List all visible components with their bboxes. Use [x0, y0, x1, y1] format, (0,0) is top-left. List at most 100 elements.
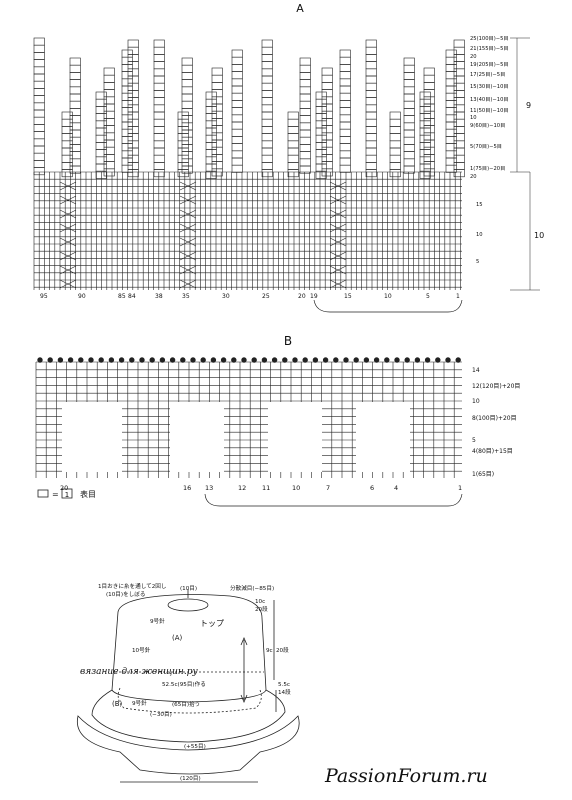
- blank-area: [170, 402, 224, 472]
- chart-a-col-label: 25: [262, 293, 270, 300]
- stitch-cell: [453, 169, 465, 178]
- chart-a-bottom-numbers: 95 90 85 84 38 35 30 25 20 19 15 10 5 1: [40, 293, 460, 300]
- stitch-cell: [321, 82, 333, 90]
- stitch-cell: [321, 89, 333, 98]
- stitch-cell: [103, 161, 115, 170]
- stitch-cell: [453, 46, 465, 55]
- row-label: 5: [472, 437, 476, 444]
- stitch-cell: [261, 39, 273, 48]
- stitch-dot: [37, 357, 43, 363]
- stitch-dot: [241, 357, 247, 363]
- stitch-cell: [403, 129, 415, 138]
- stitch-cell: [339, 150, 351, 159]
- stitch-cell: [33, 73, 45, 82]
- stitch-cell: [423, 82, 435, 90]
- watermark: вязание для женщин.ру: [80, 667, 198, 677]
- stitch-dot: [414, 357, 421, 363]
- stitch-cell: [127, 97, 139, 106]
- row-label: 15: [476, 202, 483, 208]
- chart-b-col-label: 11: [262, 484, 270, 492]
- stitch-cell: [261, 75, 273, 84]
- hat-inc55: (+55目): [184, 743, 206, 750]
- row-label: 20: [470, 54, 477, 60]
- stitch-cell: [321, 67, 333, 76]
- row-label: 5: [476, 259, 479, 265]
- stitch-cell: [403, 93, 415, 102]
- stitch-cell: [211, 125, 223, 134]
- stitch-cell: [321, 154, 333, 162]
- stitch-cell: [287, 169, 299, 178]
- stitch-cell: [181, 64, 193, 73]
- stitch-cell: [287, 111, 299, 120]
- stitch-cell: [321, 74, 333, 83]
- stitch-cell: [69, 86, 81, 95]
- stitch-cell: [339, 121, 351, 130]
- stitch-cell: [205, 113, 217, 122]
- stitch-cell: [453, 39, 465, 48]
- stitch-cell: [205, 106, 217, 114]
- stitch-cell: [261, 162, 273, 170]
- stitch-dot: [67, 357, 74, 363]
- hat-dim: 10c: [255, 599, 265, 605]
- stitch-cell: [321, 161, 333, 170]
- stitch-dot: [363, 357, 370, 363]
- stitch-cell: [153, 39, 165, 48]
- stitch-dot: [118, 357, 125, 363]
- stitch-cell: [95, 156, 107, 165]
- stitch-cell: [419, 134, 431, 143]
- cross-stitch: [329, 237, 347, 247]
- chart-b-col-label: 12: [238, 484, 246, 492]
- stitch-cell: [423, 74, 435, 83]
- stitch-cell: [33, 116, 45, 125]
- cross-stitch: [59, 181, 77, 191]
- stitch-cell: [339, 85, 351, 94]
- chart-a-col-label: 30: [222, 293, 230, 300]
- footer-watermark: PassionForum.ru: [324, 765, 488, 787]
- stitch-cell: [389, 154, 401, 163]
- hat-top-label: トップ: [200, 619, 224, 628]
- chart-a-col-label: 19: [310, 293, 318, 300]
- stitch-cell: [261, 126, 273, 134]
- stitch-cell: [423, 110, 435, 119]
- stitch-cell: [445, 128, 457, 137]
- stitch-cell: [315, 149, 327, 158]
- blank-area: [62, 402, 122, 472]
- stitch-cell: [231, 157, 243, 166]
- stitch-dot: [343, 357, 349, 363]
- stitch-cell: [103, 110, 115, 119]
- stitch-cell: [403, 57, 415, 66]
- stitch-cell: [211, 67, 223, 76]
- stitch-cell: [365, 46, 377, 55]
- stitch-cell: [211, 89, 223, 98]
- hat-note: (10目)をしぼる: [106, 591, 145, 598]
- row-label: 15(30目)−10目: [470, 83, 509, 90]
- stitch-cell: [445, 150, 457, 159]
- cross-stitch: [329, 195, 347, 205]
- stitch-cell: [419, 106, 431, 114]
- chart-a-col-label: 84: [128, 293, 136, 300]
- stitch-cell: [231, 78, 243, 87]
- stitch-dot: [149, 357, 155, 363]
- stitch-cell: [153, 82, 165, 91]
- stitch-cell: [315, 113, 327, 122]
- legend-boxed-cell: [61, 488, 73, 499]
- stitch-cell: [69, 165, 81, 174]
- stitch-cell: [231, 56, 243, 65]
- row-label: 8(100目)+20目: [472, 415, 517, 422]
- chart-a-col-label: 5: [426, 293, 430, 300]
- cross-stitch: [179, 265, 197, 275]
- stitch-cell: [231, 136, 243, 144]
- stitch-cell: [95, 163, 107, 172]
- stitch-cell: [153, 162, 165, 170]
- stitch-cell: [121, 64, 133, 72]
- chart-a-repeat-bracket: [313, 299, 463, 313]
- stitch-cell: [287, 140, 299, 149]
- row-label: 1(65目): [472, 471, 494, 478]
- stitch-cell: [403, 100, 415, 109]
- hat-needle: 10号針: [132, 646, 151, 654]
- stitch-cell: [403, 115, 415, 124]
- stitch-dot: [302, 357, 308, 363]
- chart-a-dimension-lines: [510, 37, 540, 291]
- row-label: 12(120目)+20目: [472, 383, 520, 390]
- stitch-cell: [211, 132, 223, 141]
